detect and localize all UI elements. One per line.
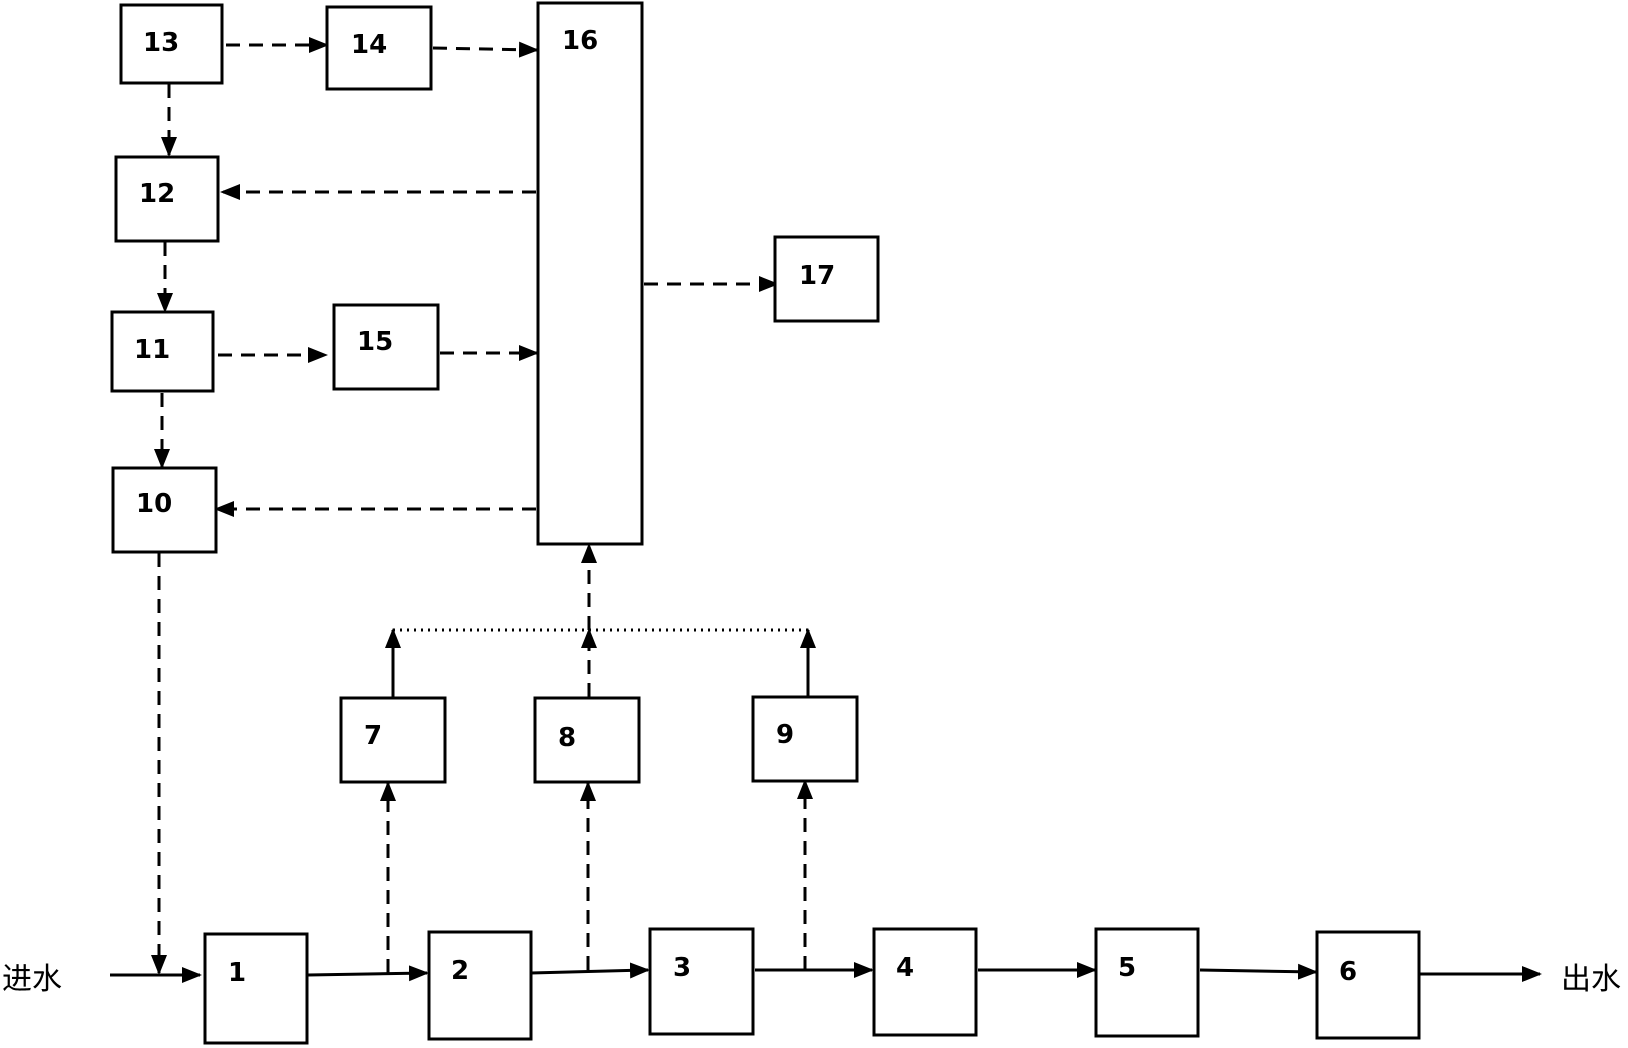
node-9	[751, 695, 859, 783]
node-3-label: 3	[673, 953, 691, 983]
node-12-label: 12	[139, 179, 175, 209]
node-6	[1315, 930, 1421, 1040]
node-1-label: 1	[228, 958, 246, 988]
node-8-label: 8	[558, 723, 576, 753]
outlet-label: 出水	[1561, 962, 1621, 997]
inlet-label: 进水	[2, 962, 62, 997]
arrow-14-to-16	[432, 41, 539, 58]
node-13	[119, 3, 224, 85]
node-11-label: 11	[134, 335, 170, 365]
node-16-label: 16	[562, 26, 598, 56]
node-13-label: 13	[143, 28, 179, 58]
node-17-label: 17	[799, 261, 835, 291]
node-6-label: 6	[1339, 957, 1357, 987]
node-10	[111, 466, 218, 554]
node-10-label: 10	[136, 489, 172, 519]
node-14	[325, 5, 433, 91]
node-11	[110, 310, 215, 393]
node-5-label: 5	[1118, 953, 1136, 983]
node-2	[427, 930, 533, 1041]
node-3	[648, 927, 755, 1036]
node-4-label: 4	[896, 953, 914, 983]
node-15	[332, 303, 440, 391]
node-5	[1094, 927, 1200, 1038]
node-7	[339, 696, 447, 784]
node-16	[536, 1, 644, 546]
node-17	[773, 235, 880, 323]
node-14-label: 14	[351, 30, 387, 60]
node-7-label: 7	[364, 721, 382, 751]
node-4	[872, 927, 978, 1037]
node-15-label: 15	[357, 327, 393, 357]
node-2-label: 2	[451, 956, 469, 986]
node-8	[533, 696, 641, 784]
flow-arrow-2-3	[530, 962, 650, 979]
node-12	[114, 155, 220, 243]
node-1	[203, 932, 309, 1045]
flow-arrow-5-6	[1199, 963, 1318, 980]
flow-arrow-1-2	[307, 965, 429, 982]
node-9-label: 9	[776, 720, 794, 750]
